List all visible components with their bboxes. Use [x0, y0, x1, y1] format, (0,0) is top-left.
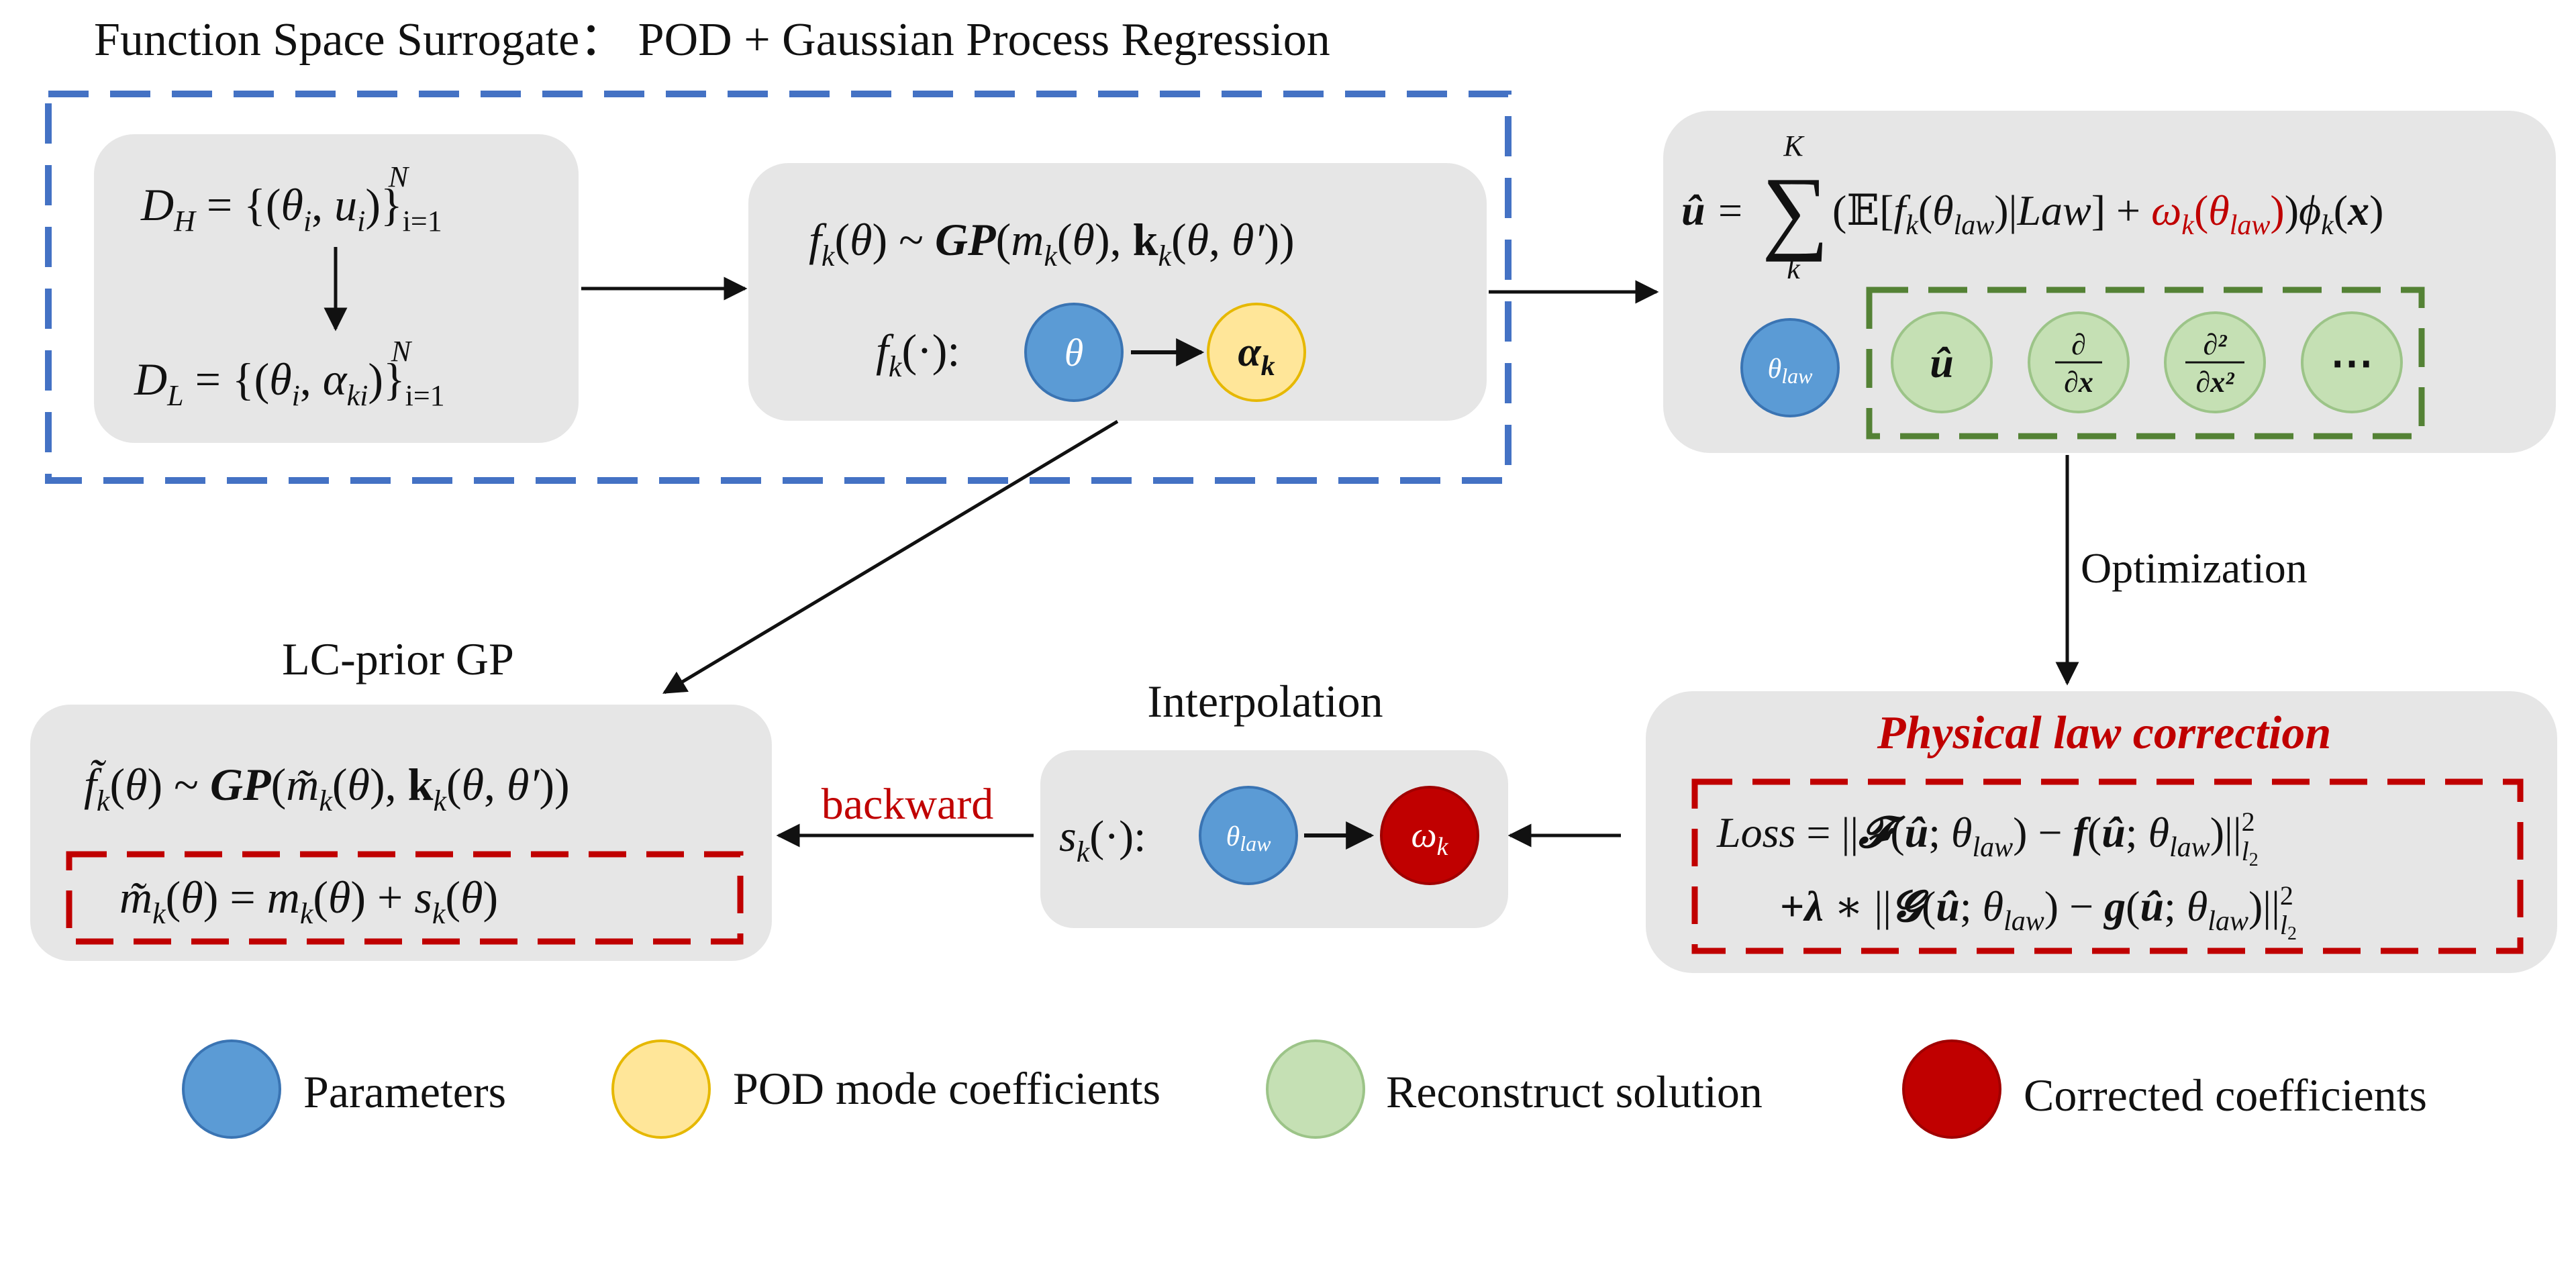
legend-pod-swatch: [611, 1039, 711, 1139]
lc-prior-box: [30, 705, 772, 961]
diagram-title: Function Space Surrogate： POD + Gaussian…: [94, 14, 1330, 66]
second-derivative-den: ∂x²: [2196, 366, 2235, 399]
more-node: [2301, 311, 2403, 413]
theta-parameter-node: [1024, 303, 1124, 402]
alpha-coefficient-node: [1207, 303, 1306, 402]
legend-parameters-swatch: [182, 1039, 281, 1139]
second-derivative-num: ∂²: [2203, 328, 2228, 361]
lc-prior-equation: f̃k(θ) ~ GP(m̃k(θ), kk(θ, θ′)): [84, 759, 570, 817]
legend-reconstruct-label: Reconstruct solution: [1386, 1066, 1763, 1117]
loss-frame: [1691, 778, 2524, 954]
interp-theta-law-node: [1199, 786, 1298, 885]
interpolation-map-label: sk(·):: [1059, 812, 1146, 868]
backward-label: backward: [822, 780, 994, 829]
sum-lower: k: [1787, 252, 1801, 285]
legend-parameters-label: Parameters: [303, 1066, 506, 1117]
lc-prior-title: LC-prior GP: [282, 633, 514, 684]
interpolation-title: Interpolation: [1147, 676, 1383, 727]
legend-reconstruct-swatch: [1266, 1039, 1365, 1139]
theta-law-node: [1740, 318, 1840, 417]
reconstruction-equation: (𝔼[fk(θlaw)|Law] + ωk(θlaw))ϕk(x): [1832, 187, 2383, 241]
sum-upper: K: [1783, 130, 1805, 162]
ellipsis-symbol: ⋯: [2330, 339, 2373, 387]
legend: Parameters POD mode coefficients Reconst…: [182, 1039, 2427, 1139]
legend-corrected-label: Corrected coefficients: [2024, 1070, 2427, 1121]
first-derivative-num: ∂: [2071, 328, 2086, 361]
equals-sign: =: [1718, 187, 1742, 234]
gp-box: [748, 163, 1487, 421]
solution-frame: [1866, 287, 2425, 440]
u-hat-lhs: û: [1681, 187, 1705, 234]
theta-symbol: θ: [1064, 331, 1084, 374]
corrected-mean-frame: [66, 851, 744, 945]
u-hat-node: [1891, 311, 1993, 413]
omega-node: [1380, 786, 1479, 885]
physical-law-box: [1646, 691, 2557, 973]
gp-to-lc-prior-arrow: [662, 419, 1119, 695]
first-derivative-den: ∂x: [2064, 366, 2093, 399]
gp-equation: fk(θ) ~ GP(mk(θ), kk(θ, θ′)): [809, 214, 1295, 272]
sum-symbol: ∑: [1762, 158, 1829, 262]
optimization-label: Optimization: [2081, 544, 2308, 592]
u-hat-symbol: û: [1930, 339, 1954, 387]
gp-map-label: fk(·):: [876, 325, 960, 383]
physical-law-title: Physical law correction: [1877, 707, 2332, 759]
legend-corrected-swatch: [1902, 1039, 2001, 1139]
legend-pod-label: POD mode coefficients: [733, 1063, 1160, 1114]
